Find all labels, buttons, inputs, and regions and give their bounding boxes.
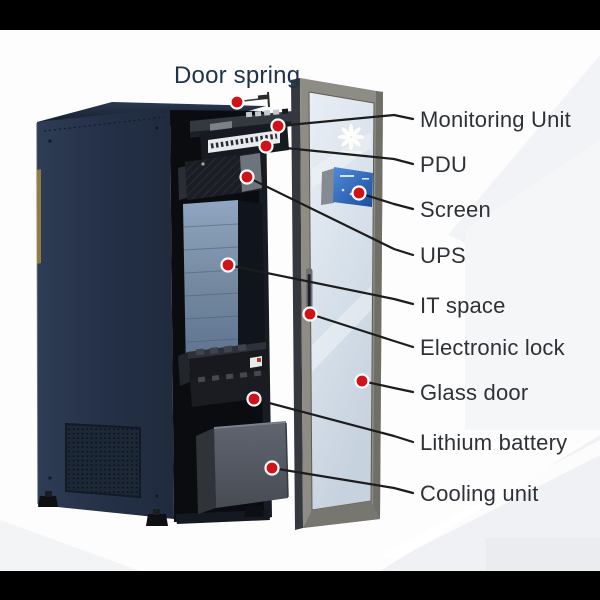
callout-line-pdu — [264, 144, 415, 166]
callout-dot-it-space — [220, 257, 236, 273]
door-screen — [321, 167, 373, 207]
callout-dot-door-spring — [229, 94, 245, 110]
callout-line-cooling-unit — [270, 466, 415, 495]
label-glass-door: Glass door — [420, 380, 529, 405]
label-ups: UPS — [420, 243, 466, 268]
callout-line-lithium-battery — [252, 397, 415, 444]
label-lithium-battery: Lithium battery — [420, 430, 568, 455]
callout-dot-electronic-lock — [302, 306, 318, 322]
letterbox-bar-top — [0, 0, 600, 30]
background-facets — [0, 55, 600, 571]
label-screen: Screen — [420, 197, 491, 222]
letterbox-bar-bottom — [0, 571, 600, 600]
callout-dot-monitoring-unit — [270, 118, 286, 134]
callout-line-glass-door — [360, 379, 415, 394]
callout-dot-ups — [239, 169, 255, 185]
huawei-flower-logo — [337, 123, 365, 155]
label-monitoring-unit: Monitoring Unit — [420, 107, 571, 132]
label-door-spring: Door spring — [174, 62, 301, 89]
glass-door — [291, 78, 383, 530]
callout-line-monitoring-unit — [276, 113, 415, 128]
cabinet-side-panel — [37, 108, 174, 519]
callout-dot-screen — [351, 185, 367, 201]
callout-dot-glass-door — [354, 373, 370, 389]
door-bottom-frame — [303, 501, 380, 528]
callout-line-it-space — [226, 263, 415, 306]
vent-grille — [65, 422, 141, 499]
door-edge-strip — [291, 78, 303, 530]
label-cooling-unit: Cooling unit — [420, 481, 539, 506]
callout-dots — [220, 94, 370, 476]
callout-dot-pdu — [258, 138, 274, 154]
door-spring-hardware — [242, 91, 270, 108]
callout-dot-lithium-battery — [246, 391, 262, 407]
it-space — [183, 200, 266, 378]
rack-cabinet — [36, 91, 293, 526]
edge-sticker — [37, 169, 41, 264]
callout-lines — [226, 113, 415, 495]
panel-screws — [48, 126, 159, 498]
callout-line-electronic-lock — [308, 312, 415, 349]
label-pdu: PDU — [420, 152, 468, 177]
label-it-space: IT space — [420, 293, 506, 318]
callout-line-ups — [245, 175, 415, 257]
callout-dot-cooling-unit — [264, 460, 280, 476]
cabinet-feet — [38, 491, 264, 526]
cooling-unit — [196, 421, 289, 514]
label-electronic-lock: Electronic lock — [420, 335, 565, 360]
callout-line-screen — [357, 191, 415, 211]
